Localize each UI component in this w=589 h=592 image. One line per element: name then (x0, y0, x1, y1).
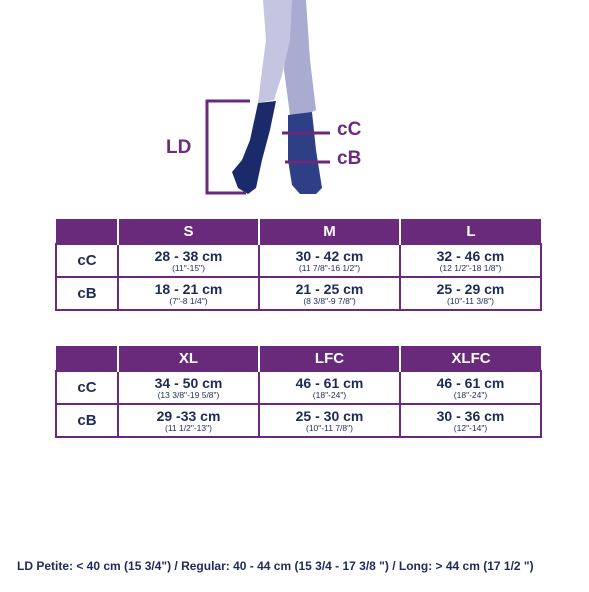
cm-value: 30 - 36 cm (436, 407, 505, 424)
inch-value: (11 1/2"-13") (165, 422, 212, 433)
row-label: cB (55, 276, 119, 311)
ld-length-footer: LD Petite: < 40 cm (15 3/4") / Regular: … (17, 559, 534, 573)
front-leg (258, 0, 292, 103)
size-cell: 25 - 29 cm(10"-11 3/8") (399, 276, 542, 311)
row-label: cB (55, 403, 119, 438)
size-header: S (118, 219, 260, 244)
leg-illustration (205, 0, 330, 195)
cm-value: 32 - 46 cm (436, 247, 505, 264)
size-cell: 46 - 61 cm(18"-24") (258, 370, 401, 405)
size-header: M (259, 219, 401, 244)
inch-value: (12"-14") (453, 422, 488, 433)
cm-value: 25 - 29 cm (436, 280, 505, 297)
size-cell: 30 - 42 cm(11 7/8"-16 1/2") (258, 243, 401, 278)
size-cell: 30 - 36 cm(12"-14") (399, 403, 542, 438)
corner-cell (56, 219, 119, 244)
ld-label: LD (166, 137, 192, 158)
cm-value: 34 - 50 cm (154, 374, 223, 391)
cm-value: 29 -33 cm (156, 407, 221, 424)
inch-value: (10"-11 7/8") (306, 422, 353, 433)
size-cell: 21 - 25 cm(8 3/8"-9 7/8") (258, 276, 401, 311)
size-cell: 32 - 46 cm(12 1/2"-18 1/8") (399, 243, 542, 278)
cm-value: 46 - 61 cm (295, 374, 364, 391)
size-header: XLFC (400, 346, 541, 371)
size-header: LFC (259, 346, 401, 371)
inch-value: (7"-8 1/4") (169, 295, 208, 306)
cm-value: 25 - 30 cm (295, 407, 364, 424)
size-cell: 25 - 30 cm(10"-11 7/8") (258, 403, 401, 438)
cm-value: 46 - 61 cm (436, 374, 505, 391)
cm-value: 28 - 38 cm (154, 247, 223, 264)
back-sock (288, 112, 322, 194)
table-row: cB 29 -33 cm(11 1/2"-13") 25 - 30 cm(10"… (55, 403, 542, 438)
inch-value: (11"-15") (172, 262, 205, 273)
inch-value: (12 1/2"-18 1/8") (439, 262, 502, 273)
table-row: cC 28 - 38 cm(11"-15") 30 - 42 cm(11 7/8… (55, 243, 542, 278)
size-table-2: XL LFC XLFC cC 34 - 50 cm(13 3/8"-19 5/8… (55, 346, 542, 438)
cm-value: 21 - 25 cm (295, 280, 364, 297)
ld-bracket (205, 99, 250, 195)
row-label: cC (55, 370, 119, 405)
size-cell: 29 -33 cm(11 1/2"-13") (117, 403, 260, 438)
table-row: cC 34 - 50 cm(13 3/8"-19 5/8") 46 - 61 c… (55, 370, 542, 405)
inch-value: (18"-24") (453, 389, 488, 400)
size-cell: 46 - 61 cm(18"-24") (399, 370, 542, 405)
size-header: XL (118, 346, 260, 371)
inch-value: (13 3/8"-19 5/8") (157, 389, 220, 400)
back-leg (284, 0, 316, 115)
cb-label: cB (337, 148, 362, 169)
inch-value: (8 3/8"-9 7/8") (303, 295, 356, 306)
cm-value: 30 - 42 cm (295, 247, 364, 264)
corner-cell (56, 346, 119, 371)
size-table-1: S M L cC 28 - 38 cm(11"-15") 30 - 42 cm(… (55, 219, 542, 311)
size-cell: 34 - 50 cm(13 3/8"-19 5/8") (117, 370, 260, 405)
inch-value: (18"-24") (312, 389, 347, 400)
row-label: cC (55, 243, 119, 278)
size-cell: 18 - 21 cm(7"-8 1/4") (117, 276, 260, 311)
cm-value: 18 - 21 cm (154, 280, 223, 297)
table-row: cB 18 - 21 cm(7"-8 1/4") 21 - 25 cm(8 3/… (55, 276, 542, 311)
table-header-row: XL LFC XLFC (56, 346, 541, 371)
size-header: L (400, 219, 541, 244)
size-cell: 28 - 38 cm(11"-15") (117, 243, 260, 278)
front-sock (232, 101, 276, 194)
table-header-row: S M L (56, 219, 541, 244)
inch-value: (11 7/8"-16 1/2") (298, 262, 361, 273)
cc-label: cC (337, 119, 362, 140)
inch-value: (10"-11 3/8") (447, 295, 494, 306)
